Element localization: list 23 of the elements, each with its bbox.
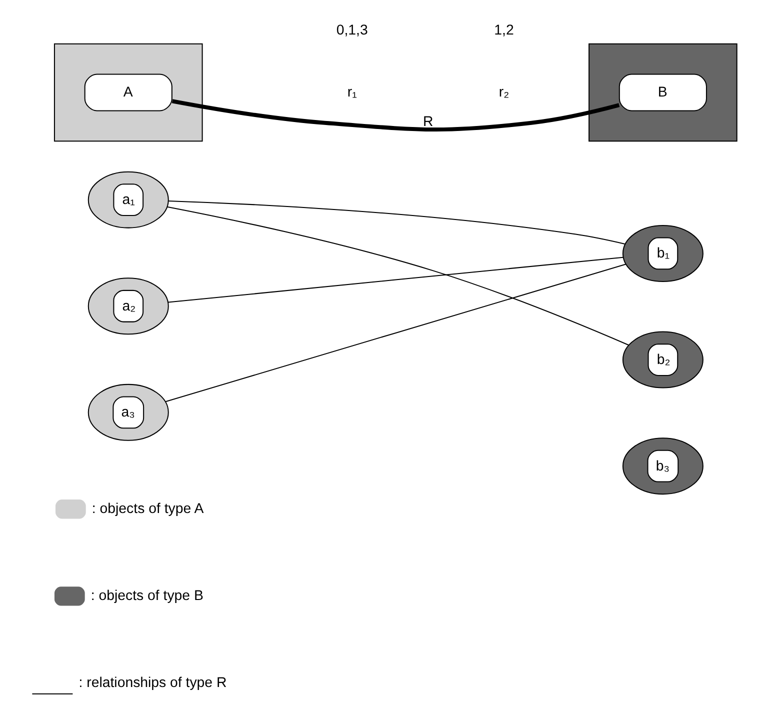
connector [167,206,629,346]
edge-label: R [422,114,434,130]
legend-label: : objects of type B [90,588,204,604]
label: r₁ [347,84,357,100]
cluster [54,43,203,142]
cluster [588,43,738,142]
label: r₂ [498,84,510,100]
connector [165,264,626,402]
node-ellipse: b₃ [622,438,704,495]
node-box: B [618,74,707,112]
label: 0,1,3 [336,22,368,38]
node-ellipse: a₃ [88,384,169,441]
node-box: A [84,74,172,112]
label: 1,2 [494,22,514,38]
node-ellipse: a₁ [88,171,169,228]
connector [172,99,620,132]
legend-label: : objects of type A [92,500,204,517]
node-ellipse: b₁ [622,224,704,282]
connector [168,256,624,303]
node-ellipse: a₂ [88,278,169,335]
node-ellipse: b₂ [622,331,704,388]
connector [168,200,625,244]
legend-label: : relationships of type R [78,675,227,691]
